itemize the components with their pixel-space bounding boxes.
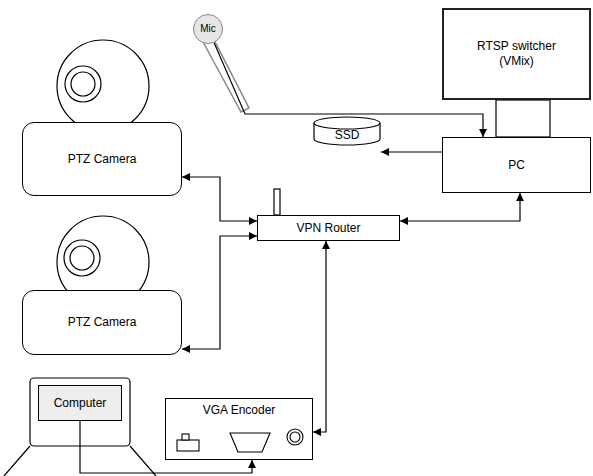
mic-head: Mic (193, 14, 223, 44)
node-label: VGA Encoder (203, 403, 276, 418)
connector (400, 193, 520, 221)
router-box: VPN Router (257, 215, 400, 241)
mic-handle (202, 36, 249, 112)
camera-box: PTZ Camera (22, 122, 182, 196)
camera-box: PTZ Camera (22, 290, 182, 355)
camera-lens (70, 246, 94, 270)
laptop-screen: Computer (38, 385, 122, 421)
laptop-base (130, 446, 156, 476)
node-label: PTZ Camera (68, 152, 137, 167)
encoder-box: VGA Encoder (165, 398, 313, 460)
connector-symbol (290, 432, 300, 442)
camera-lens (65, 66, 101, 102)
node-label: Computer (54, 396, 107, 411)
monitor-screen: RTSP switcher (VMix) (442, 8, 591, 100)
node-label: SSD (335, 128, 360, 143)
camera-dome (57, 40, 149, 132)
monitor-stand (496, 100, 550, 137)
connector (182, 236, 257, 349)
router-antenna (274, 189, 280, 215)
node-label: PC (508, 158, 525, 173)
camera-lens (71, 72, 95, 96)
node-label: Mic (200, 23, 216, 36)
ssd-cylinder: SSD (313, 116, 381, 146)
connector (313, 241, 326, 432)
camera-lens (64, 240, 100, 276)
node-label: VPN Router (296, 221, 360, 236)
pc-box: PC (442, 137, 591, 193)
port-symbol (177, 440, 199, 451)
port-symbol (182, 434, 189, 440)
node-label: PTZ Camera (68, 315, 137, 330)
connector (182, 177, 257, 221)
connector (381, 151, 442, 152)
node-label: RTSP switcher (VMix) (469, 39, 565, 69)
laptop-base (4, 446, 30, 476)
vga-port-symbol (230, 433, 270, 452)
connector-symbol (287, 429, 303, 445)
